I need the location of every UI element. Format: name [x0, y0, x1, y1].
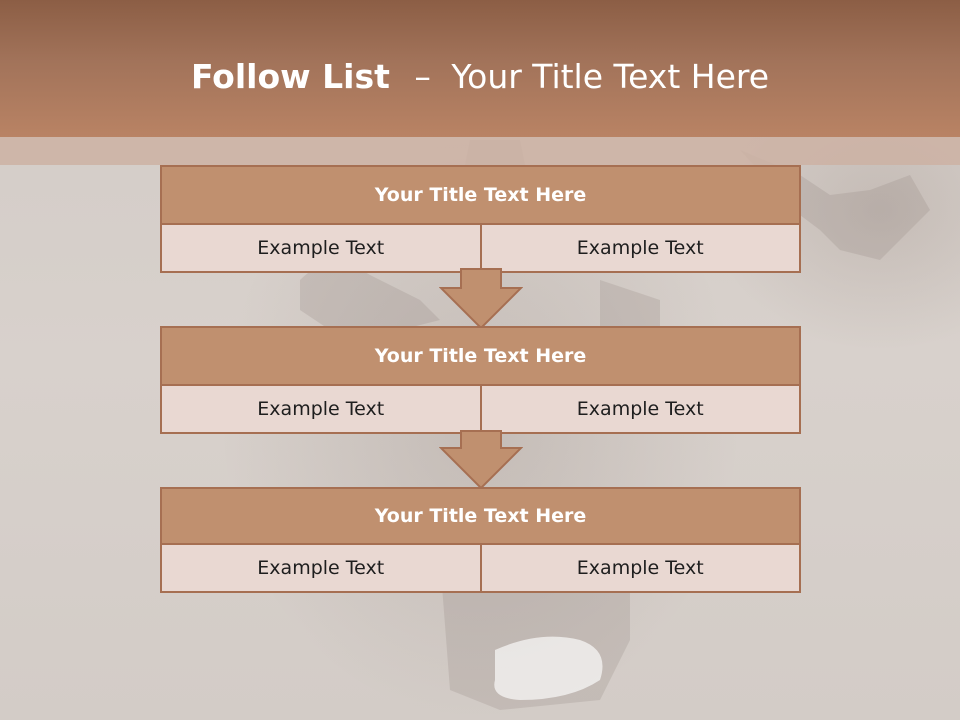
flow-cell-left: Example Text — [162, 545, 480, 591]
flow-block-title: Your Title Text Here — [162, 489, 799, 545]
flow-cell-right: Example Text — [479, 225, 799, 271]
flow-block-title: Your Title Text Here — [162, 167, 799, 225]
flow-cell-left: Example Text — [162, 225, 480, 271]
flow-block-row: Example Text Example Text — [162, 545, 799, 591]
header-divider-strip — [0, 137, 960, 165]
flow-block-row: Example Text Example Text — [162, 225, 799, 271]
flow-block-1: Your Title Text Here Example Text Exampl… — [160, 165, 801, 273]
flow-cell-left: Example Text — [162, 386, 480, 432]
down-arrow-icon — [439, 268, 523, 330]
flow-cell-right: Example Text — [479, 545, 799, 591]
flow-block-3: Your Title Text Here Example Text Exampl… — [160, 487, 801, 593]
page-title: Follow List – Your Title Text Here — [0, 52, 960, 102]
flow-block-2: Your Title Text Here Example Text Exampl… — [160, 326, 801, 434]
title-separator: – — [414, 57, 431, 96]
title-rest: Your Title Text Here — [451, 57, 770, 96]
flow-block-title: Your Title Text Here — [162, 328, 799, 386]
down-arrow-icon — [439, 430, 523, 490]
flow-block-row: Example Text Example Text — [162, 386, 799, 432]
flow-cell-right: Example Text — [479, 386, 799, 432]
title-bold: Follow List — [190, 57, 390, 96]
title-header-band — [0, 0, 960, 137]
